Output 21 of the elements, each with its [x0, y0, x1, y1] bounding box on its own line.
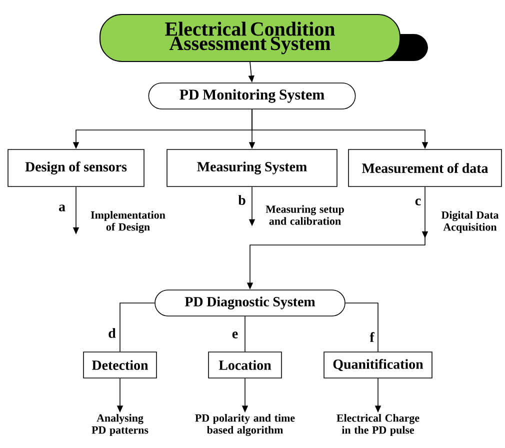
edge-label: e: [230, 330, 240, 340]
note-text: Measuring setup and calibration: [266, 205, 344, 225]
edge-label: c: [414, 198, 422, 206]
process-box: Measurement of data: [348, 149, 502, 187]
edge-label: b: [237, 194, 247, 206]
process-box: Measuring System: [166, 149, 338, 187]
note-text: Digital Data Acquisition: [441, 211, 499, 233]
process-box: Design of sensors: [8, 149, 144, 187]
edge-label: d: [107, 327, 117, 339]
system-pill: PD Diagnostic System: [154, 290, 346, 316]
edge-label: f: [368, 331, 376, 343]
note-text: Analysing PD patterns: [92, 414, 148, 436]
note-text: Implementation of Design: [90, 211, 166, 233]
process-box: Location: [208, 352, 282, 378]
title-pill: Electrical Condition Assessment System: [100, 14, 428, 62]
process-box: Quanitification: [324, 352, 432, 378]
system-pill: PD Monitoring System: [148, 82, 356, 110]
note-text: PD polarity and time based algorithm: [195, 414, 295, 436]
process-box: Detection: [83, 352, 157, 378]
edge-label: a: [58, 204, 66, 212]
note-text: Electrical Charge in the PD pulse: [336, 414, 420, 436]
